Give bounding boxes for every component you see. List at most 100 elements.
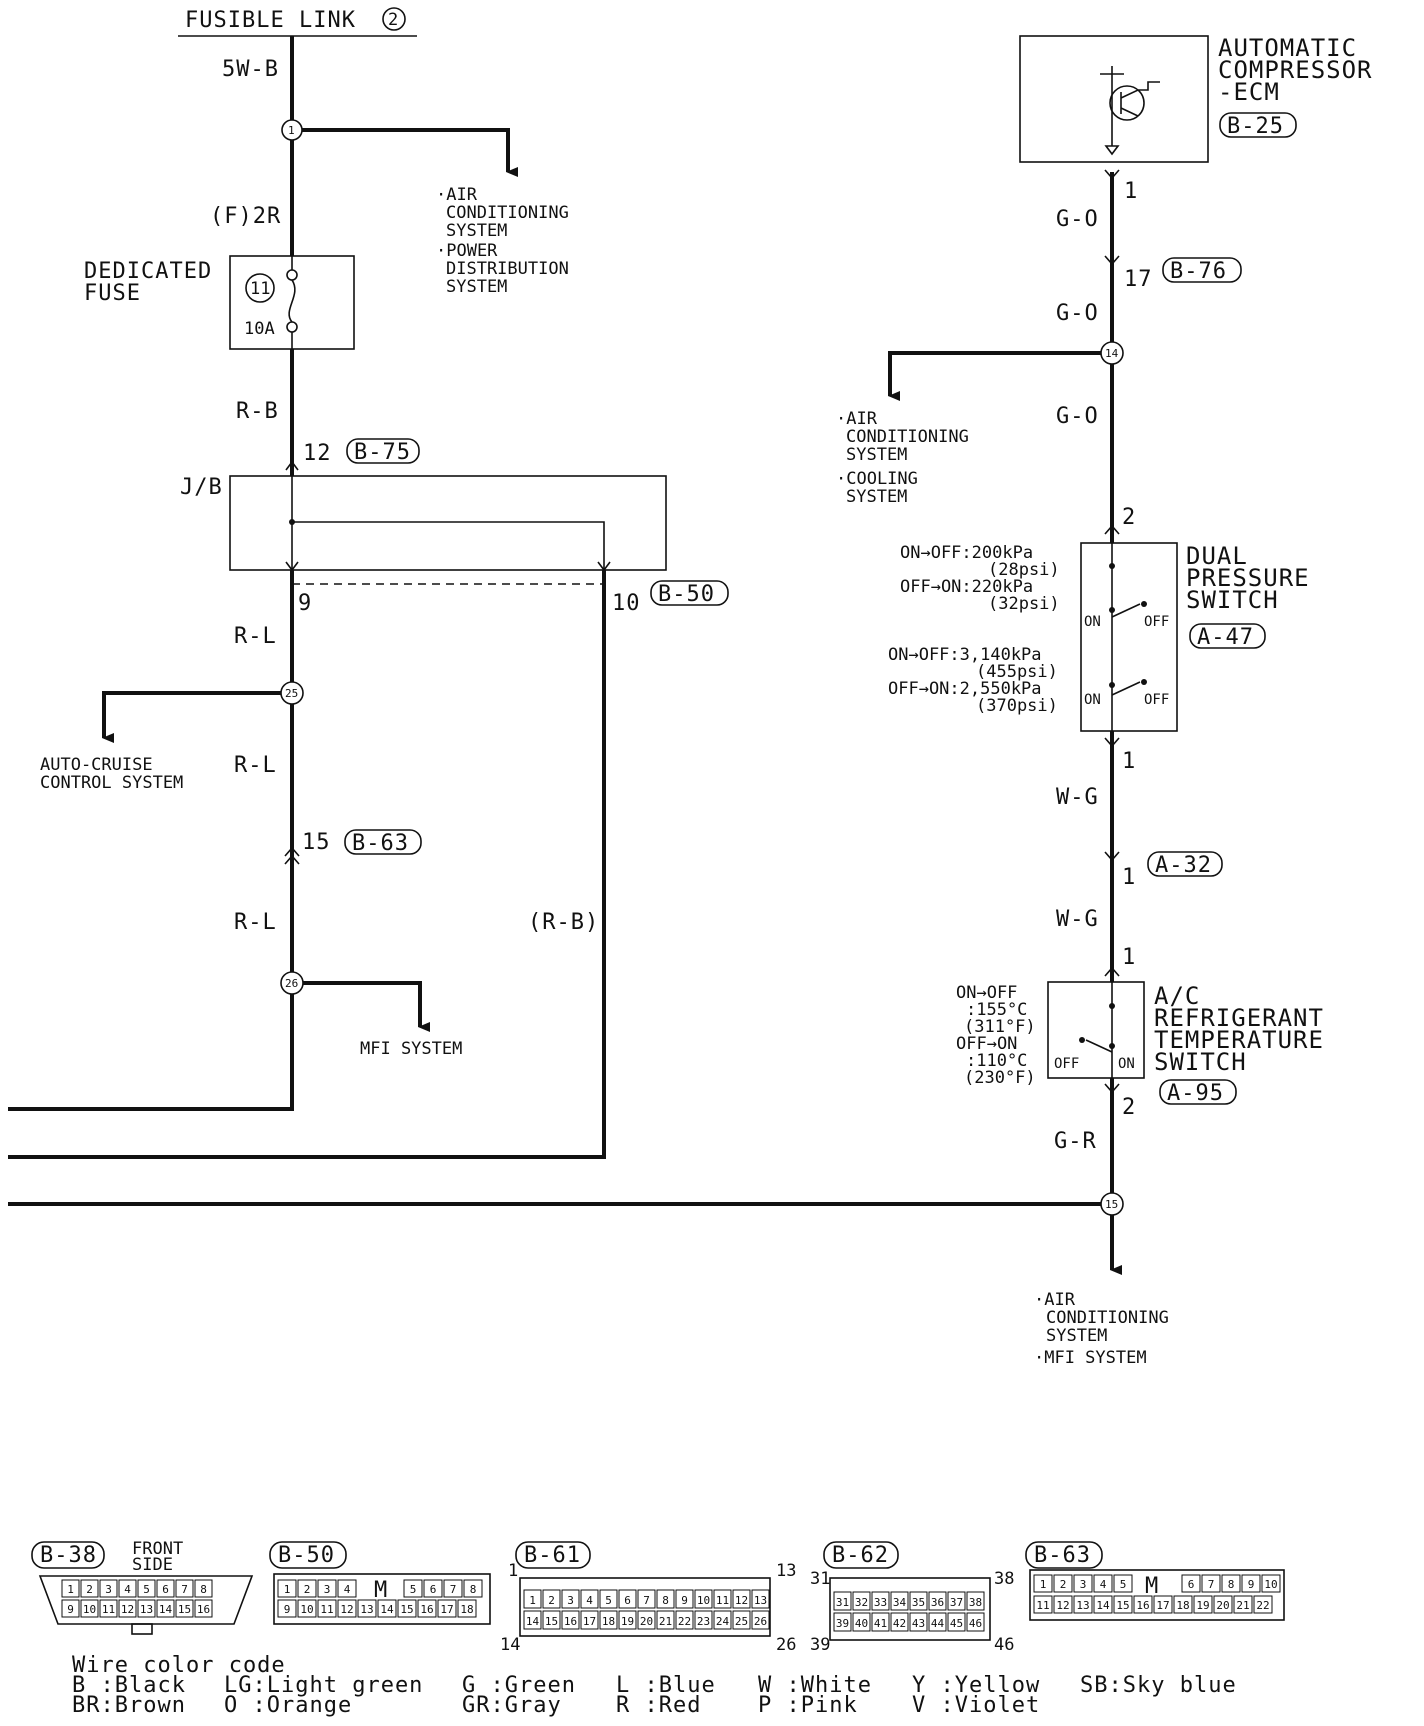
temp-switch-contact-bottom bbox=[1109, 1043, 1115, 1049]
temp-spec-2: :155°C bbox=[966, 1000, 1027, 1020]
bottom-branch-2: CONDITIONING bbox=[1046, 1308, 1169, 1328]
left-circuit: FUSIBLE LINK 2 5W-B 1 ·AIR CONDITIONING … bbox=[8, 7, 729, 1159]
b50-pin-number: 3 bbox=[324, 1583, 331, 1596]
b50-pin-number: 8 bbox=[470, 1583, 477, 1596]
b50-pin-number: 4 bbox=[344, 1583, 351, 1596]
b38-pin-number: 11 bbox=[102, 1603, 115, 1616]
b63-pin-cell bbox=[1173, 1595, 1193, 1614]
wire-label-g-o-3: G-O bbox=[1056, 404, 1099, 429]
b62-pin-cell bbox=[852, 1591, 871, 1611]
pin-15: 15 bbox=[302, 830, 331, 855]
branch-5: SYSTEM bbox=[846, 487, 907, 507]
b61-pin-cell bbox=[542, 1610, 561, 1630]
b61-corner-1: 1 bbox=[508, 1561, 518, 1581]
branch-4: ·COOLING bbox=[836, 469, 918, 489]
b63-pin-number: 20 bbox=[1216, 1599, 1229, 1612]
dps-contact-2a bbox=[1109, 682, 1115, 688]
legend-title: Wire color code bbox=[72, 1653, 286, 1678]
temp-switch-contact-top bbox=[1109, 1003, 1115, 1009]
b61-pin-cell bbox=[751, 1589, 770, 1609]
legend-w: W :White bbox=[758, 1673, 872, 1698]
junction-block bbox=[229, 475, 667, 571]
b61-pin-number: 9 bbox=[681, 1594, 688, 1607]
b61-pin-cell bbox=[580, 1610, 599, 1630]
b38-pin-cell bbox=[156, 1599, 175, 1618]
b61-pin-number: 19 bbox=[621, 1615, 634, 1628]
branch-top-4: ·POWER bbox=[436, 241, 498, 261]
b63-pin-number: 9 bbox=[1248, 1578, 1255, 1591]
b62-pin-number: 46 bbox=[969, 1617, 982, 1630]
b63-pin-number: 1 bbox=[1040, 1578, 1047, 1591]
connector-b63: B-63 bbox=[352, 831, 409, 856]
ecm-label-3: -ECM bbox=[1218, 78, 1280, 106]
b50-pin-number: 9 bbox=[284, 1603, 291, 1616]
dps-contact-1a bbox=[1109, 563, 1115, 569]
dps-label-1: DUAL bbox=[1186, 542, 1248, 570]
pin-9: 9 bbox=[298, 591, 312, 616]
b63-pin-number: 13 bbox=[1076, 1599, 1089, 1612]
b63-pin-number: 6 bbox=[1188, 1578, 1195, 1591]
b62-pin-cell bbox=[928, 1591, 947, 1611]
b63-pin-number: 7 bbox=[1208, 1578, 1215, 1591]
b61-pin-cell bbox=[732, 1589, 751, 1609]
b63-pin-number: 3 bbox=[1080, 1578, 1087, 1591]
connector-b75-badge bbox=[346, 438, 420, 464]
b63-pin-cell bbox=[1253, 1595, 1273, 1614]
legend-lg: LG:Light green bbox=[224, 1673, 423, 1698]
pin-17: 17 bbox=[1124, 267, 1153, 292]
b63-pin-cell bbox=[1113, 1595, 1133, 1614]
b61-pin-cell bbox=[618, 1610, 637, 1630]
b63-pin-cell bbox=[1073, 1595, 1093, 1614]
dps-switch-1-off-contact bbox=[1141, 601, 1147, 607]
b61-pin-cell bbox=[599, 1589, 618, 1609]
b50-pin-cell bbox=[357, 1599, 377, 1618]
b61-corner-26: 26 bbox=[776, 1635, 796, 1655]
pin-10: 10 bbox=[612, 591, 641, 616]
jb-internal-branch bbox=[292, 521, 605, 570]
b50-pin-number: 11 bbox=[320, 1603, 333, 1616]
b63-pin-cell bbox=[1053, 1574, 1073, 1593]
b50-pin-cell bbox=[437, 1599, 457, 1618]
b63-pin-number: 4 bbox=[1100, 1578, 1107, 1591]
b62-pin-number: 31 bbox=[836, 1596, 849, 1609]
b38-pin-number: 13 bbox=[140, 1603, 153, 1616]
dps-spec-1b: (28psi) bbox=[988, 560, 1060, 580]
temp-label-1: A/C bbox=[1154, 982, 1200, 1010]
connector-b76-badge bbox=[1162, 257, 1242, 283]
b61-pin-number: 4 bbox=[586, 1594, 593, 1607]
b61-corner-13: 13 bbox=[776, 1561, 796, 1581]
b38-pin-number: 5 bbox=[143, 1583, 150, 1596]
pin-1-top: 1 bbox=[1124, 179, 1138, 204]
b50-pin-cell bbox=[403, 1579, 423, 1598]
legend-v: V :Violet bbox=[912, 1693, 1040, 1718]
connector-b38-latch bbox=[131, 1623, 153, 1635]
connector-b25: B-25 bbox=[1227, 114, 1284, 139]
b38-pin-number: 14 bbox=[159, 1603, 173, 1616]
b62-pin-cell bbox=[871, 1591, 890, 1611]
b61-pin-cell bbox=[542, 1589, 561, 1609]
b61-pin-number: 7 bbox=[643, 1594, 650, 1607]
pin-1-temp-mark bbox=[1104, 966, 1120, 977]
dps-off-1: OFF bbox=[1144, 614, 1169, 630]
b62-pin-cell bbox=[966, 1612, 985, 1632]
b50-pin-cell bbox=[297, 1579, 317, 1598]
b63-pin-number: 19 bbox=[1196, 1599, 1209, 1612]
temp-label-3: TEMPERATURE bbox=[1154, 1026, 1324, 1054]
b62-pin-cell bbox=[947, 1591, 966, 1611]
b61-pin-number: 23 bbox=[697, 1615, 710, 1628]
b61-pin-cell bbox=[523, 1610, 542, 1630]
b63-pin-cell bbox=[1181, 1574, 1201, 1593]
dps-spec-2c: OFF→ON:2,550kPa bbox=[888, 679, 1042, 699]
b50-pin-number: 13 bbox=[360, 1603, 373, 1616]
b63-pin-number: 5 bbox=[1120, 1578, 1127, 1591]
connector-b61-view-label: B-61 bbox=[524, 1543, 581, 1568]
branch-top-5: DISTRIBUTION bbox=[446, 259, 569, 279]
ecm-transistor-emitter bbox=[1120, 107, 1139, 117]
b62-pin-number: 37 bbox=[950, 1596, 963, 1609]
temp-label-2: REFRIGERANT bbox=[1154, 1004, 1324, 1032]
b38-pin-number: 3 bbox=[105, 1583, 112, 1596]
b61-pin-cell bbox=[618, 1589, 637, 1609]
b62-pin-cell bbox=[871, 1612, 890, 1632]
